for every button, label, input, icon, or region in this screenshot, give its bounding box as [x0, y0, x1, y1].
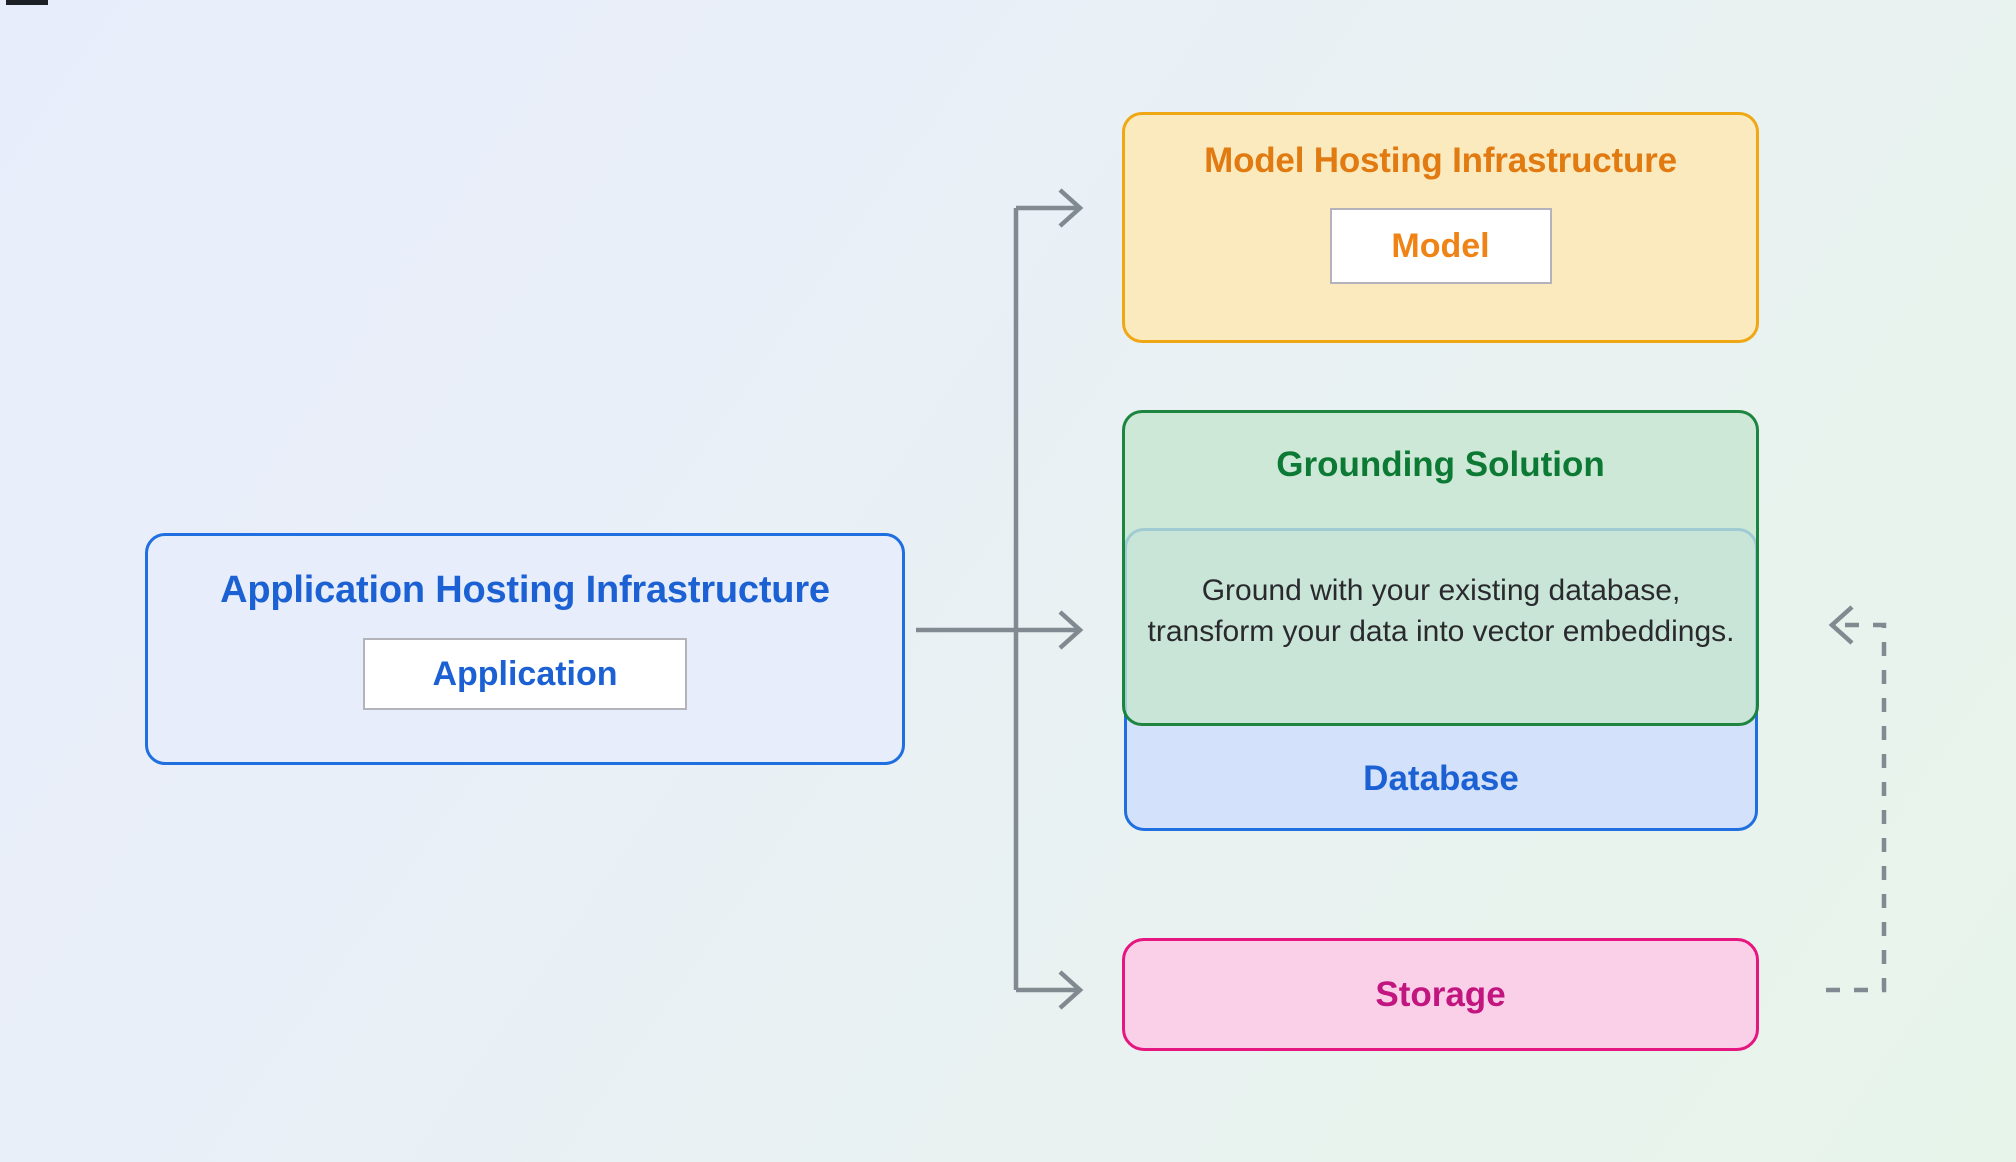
model-chip-label: Model: [1391, 226, 1490, 265]
arrowhead-to-storage: [1058, 970, 1084, 1010]
node-application-hosting-infrastructure[interactable]: Application Hosting Infrastructure Appli…: [145, 533, 905, 765]
grounding-solution-description: Ground with your existing database, tran…: [1147, 574, 1735, 648]
connector-storage-to-database-dashed: [1826, 622, 1887, 993]
model-chip[interactable]: Model: [1329, 208, 1552, 284]
storage-label: Storage: [1375, 974, 1506, 1014]
application-chip-label: Application: [432, 654, 618, 693]
node-model-hosting-infrastructure[interactable]: Model Hosting Infrastructure Model: [1122, 112, 1759, 343]
application-hosting-title: Application Hosting Infrastructure: [220, 569, 830, 611]
database-label: Database: [1363, 759, 1519, 798]
arrowhead-to-grounding-solution: [1058, 610, 1084, 650]
grounding-solution-title: Grounding Solution: [1276, 445, 1605, 484]
node-storage[interactable]: Storage: [1122, 938, 1759, 1051]
application-chip[interactable]: Application: [363, 638, 687, 710]
arrowhead-to-database: [1828, 605, 1854, 645]
arrowhead-to-model-hosting: [1058, 188, 1084, 228]
node-grounding-solution[interactable]: Grounding Solution: [1122, 410, 1759, 726]
corner-artifact: [6, 0, 48, 5]
model-hosting-title: Model Hosting Infrastructure: [1204, 141, 1677, 180]
